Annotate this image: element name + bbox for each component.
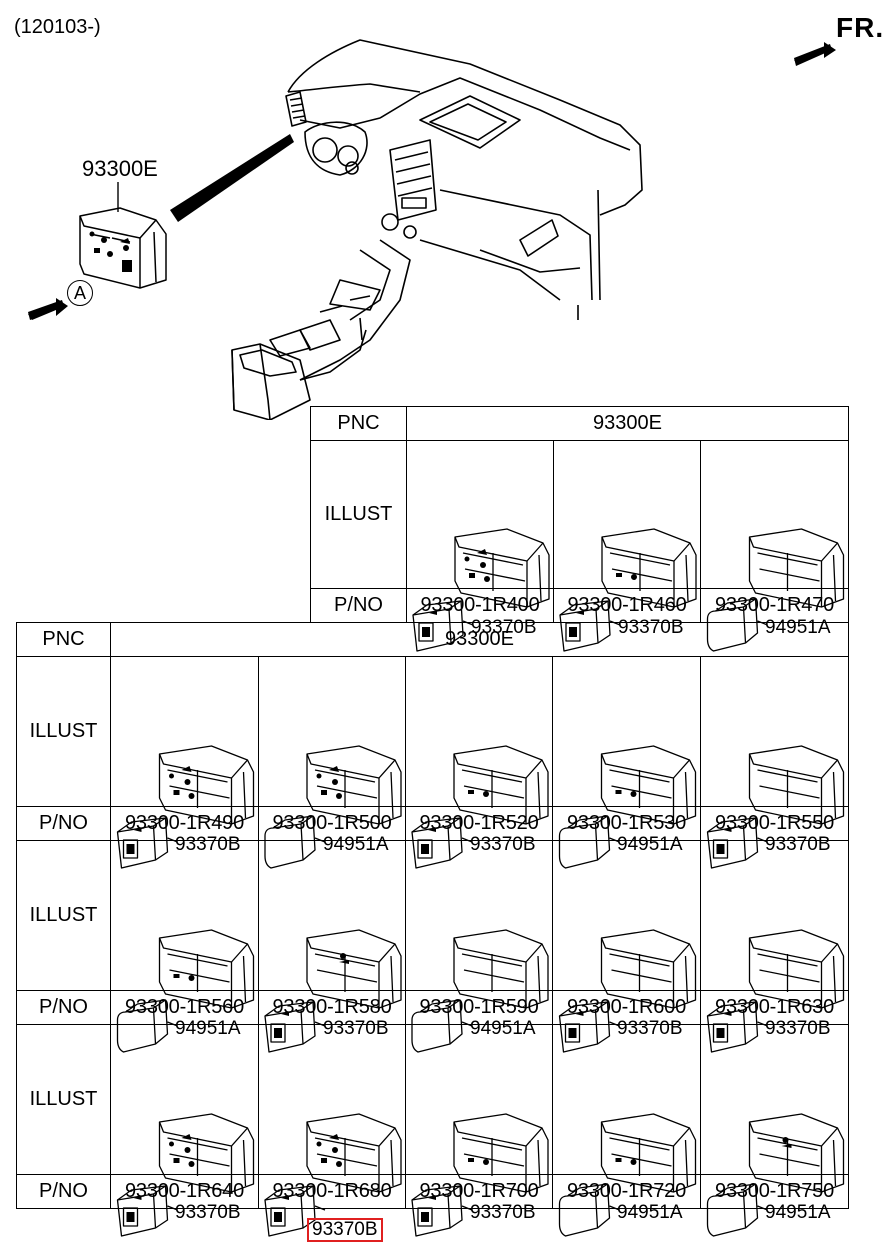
illust-cell: 93370B — [258, 840, 406, 1053]
pnc-label: PNC — [310, 406, 407, 441]
dashboard-diagram — [170, 39, 643, 420]
view-a-marker: A — [67, 280, 93, 306]
top-parts-table: PNC 93300E ILLUST 93370B 93370B 94951A P… — [310, 406, 850, 652]
part-number: 93300-1R630 — [699, 990, 850, 1025]
illust-label: ILLUST — [310, 440, 407, 589]
front-direction-label: FR. — [836, 12, 885, 43]
pno-label: P/NO — [16, 806, 111, 841]
illust-cell: 93370B — [258, 1024, 406, 1242]
switch-panel-illustration — [411, 744, 549, 869]
sub-part-number: 93370B — [470, 1201, 536, 1223]
illust-cell: 93370B — [405, 1024, 553, 1237]
bottom-parts-table: PNC 93300E ILLUST 93370B 94951A 93370B 9… — [16, 622, 850, 1242]
illust-cell: 94951A — [699, 440, 850, 652]
view-a-arrow-icon — [28, 298, 68, 320]
illust-label: ILLUST — [16, 656, 111, 807]
part-number: 93300-1R520 — [405, 806, 553, 841]
illust-cell: 94951A — [110, 840, 259, 1053]
sub-part-number: 94951A — [617, 1201, 683, 1223]
illust-label: ILLUST — [16, 840, 111, 991]
illust-cell: 93370B — [553, 440, 701, 652]
pnc-value: 93300E — [109, 622, 850, 657]
date-code: (120103-) — [14, 16, 101, 38]
illust-cell: 93370B — [406, 440, 554, 652]
pnc-value: 93300E — [405, 406, 850, 441]
pno-label: P/NO — [310, 588, 407, 623]
part-number: 93300-1R460 — [553, 588, 701, 623]
illust-cell: 93370B — [110, 656, 259, 869]
illust-label: ILLUST — [16, 1024, 111, 1175]
sub-part-number: 93370B — [175, 1201, 241, 1223]
switch-panel-illustration — [411, 1112, 549, 1237]
switch-panel-illustration — [264, 744, 402, 869]
illust-cell: 93370B — [110, 1024, 259, 1237]
illust-cell: 93370B — [699, 656, 850, 869]
part-number: 93300-1R750 — [699, 1174, 850, 1209]
front-arrow-icon — [794, 42, 836, 66]
part-number: 93300-1R490 — [110, 806, 259, 841]
part-number: 93300-1R680 — [258, 1174, 406, 1209]
pno-label: P/NO — [16, 1174, 111, 1209]
main-pnc-label: 93300E — [82, 156, 158, 181]
sub-part-number: 94951A — [765, 1201, 831, 1223]
illust-cell: 94951A — [552, 656, 701, 869]
switch-panel-illustration — [706, 1112, 845, 1237]
illust-cell: 94951A — [405, 840, 553, 1053]
illust-cell: 93370B — [405, 656, 553, 869]
pnc-label: PNC — [16, 622, 111, 657]
part-number: 93300-1R550 — [699, 806, 850, 841]
switch-panel-illustration — [558, 1112, 697, 1237]
main-switch-assembly — [79, 182, 167, 289]
illust-cell: 93370B — [552, 840, 701, 1053]
part-number: 93300-1R600 — [552, 990, 701, 1025]
part-number: 93300-1R700 — [405, 1174, 553, 1209]
illust-cell: 94951A — [699, 1024, 850, 1237]
illust-cell: 94951A — [552, 1024, 701, 1237]
illust-cell: 93370B — [699, 840, 850, 1053]
illust-cell: 94951A — [258, 656, 406, 869]
pno-label: P/NO — [16, 990, 111, 1025]
switch-panel-illustration — [116, 1112, 255, 1237]
sub-part-number-highlighted: 93370B — [307, 1217, 383, 1242]
